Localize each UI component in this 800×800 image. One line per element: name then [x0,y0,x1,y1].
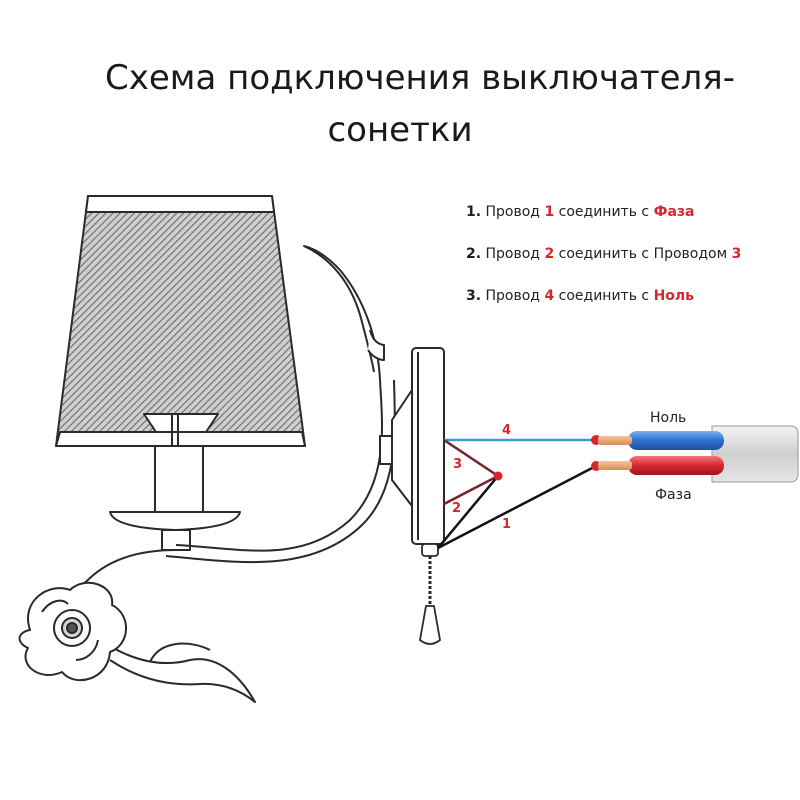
step-target: Фаза [653,204,695,220]
step-number: 3. [466,288,482,304]
wire-1-phase [437,464,597,550]
step-text: соединить с Проводом [554,246,732,262]
step-text: соединить с [554,204,654,220]
instruction-step-3: 3. Провод 4 соединить с Ноль [466,284,741,326]
wire-label-3: 3 [453,457,462,472]
step-wire-number: 4 [544,288,555,304]
two-core-cable [598,425,799,483]
step-target: 3 [731,246,742,262]
step-text: Провод [485,288,545,304]
cable-label-phase: Фаза [655,487,692,503]
step-number: 2. [466,246,482,262]
rose-ornament [18,581,127,682]
step-wire-number: 2 [544,246,555,262]
instruction-list: 1. Провод 1 соединить с Фаза 2. Провод 2… [466,200,741,326]
cable-label-neutral: Ноль [650,410,686,426]
title-line-2: сонетки [327,110,473,150]
step-number: 1. [466,204,482,220]
wire-3 [443,438,501,506]
step-wire-number: 1 [544,204,555,220]
step-target: Ноль [653,288,695,304]
wire-label-2: 2 [452,501,461,516]
wire-label-1: 1 [502,517,511,532]
junction-dot-2-3 [493,471,503,481]
pull-chain-icon [419,543,441,645]
page-title: Схема подключения выключателя- сонетки [0,52,800,156]
step-text: соединить с [554,288,654,304]
title-line-1: Схема подключения выключателя- [105,58,735,98]
instruction-step-2: 2. Провод 2 соединить с Проводом 3 [466,242,741,284]
wall-lamp-drawing [18,195,396,703]
step-text: Провод [485,246,545,262]
lamp-shade [55,195,306,447]
wire-label-4: 4 [502,423,511,438]
wire-2 [437,475,499,549]
wall-mount-plate [391,347,445,545]
step-text: Провод [485,204,545,220]
instruction-step-1: 1. Провод 1 соединить с Фаза [466,200,741,242]
